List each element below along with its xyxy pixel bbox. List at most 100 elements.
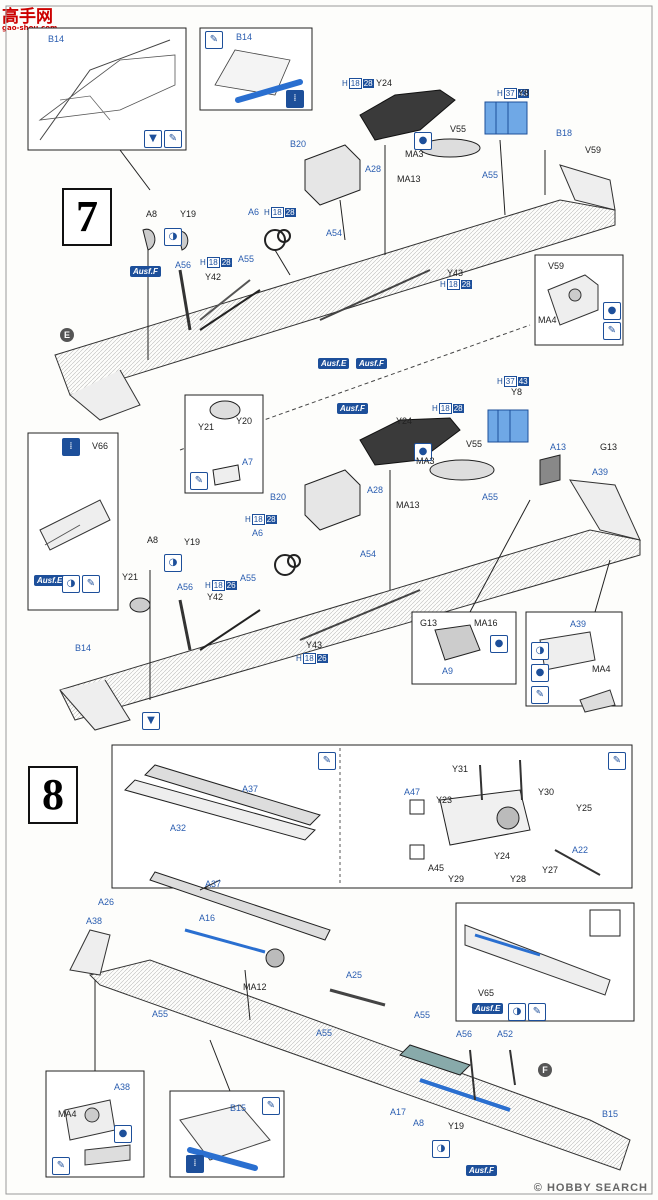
cement-drop-icon: ● <box>603 302 621 320</box>
part-label: A55 <box>414 1010 430 1020</box>
hull-side-upper <box>54 199 616 396</box>
part-label: A55 <box>238 254 254 264</box>
part-label: B15 <box>602 1109 618 1119</box>
part-label: MA4 <box>592 664 611 674</box>
part-label: V59 <box>548 261 564 271</box>
marker-e: E <box>60 328 74 342</box>
part-label: Y20 <box>236 416 252 426</box>
part-label: A22 <box>572 845 588 855</box>
hull-side-lower <box>59 529 641 721</box>
part-label: Y24 <box>396 416 412 426</box>
glue-icon: ⁞ <box>286 90 304 108</box>
part-label: MA16 <box>474 618 498 628</box>
part-label: Y8 <box>511 387 522 397</box>
part-label: A55 <box>152 1009 168 1019</box>
part-label: A8 <box>147 535 158 545</box>
part-label: A26 <box>98 897 114 907</box>
glue-pointer-icon: ▼ <box>144 130 162 148</box>
glue-icon: ⁞ <box>62 438 80 456</box>
part-label: Y19 <box>448 1121 464 1131</box>
step-number-7: 7 <box>62 188 112 246</box>
part-label: Y29 <box>448 874 464 884</box>
part-label: G13 <box>600 442 617 452</box>
variant-tag-ausf-e: Ausf.E <box>472 1003 504 1014</box>
part-label: Y19 <box>184 537 200 547</box>
paint-brush-icon: ✎ <box>531 686 549 704</box>
part-label: Y27 <box>542 865 558 875</box>
variant-tag-ausf-e: Ausf.E <box>318 358 350 369</box>
part-label: V66 <box>92 441 108 451</box>
part-label: Y30 <box>538 787 554 797</box>
cement-drop-icon: ● <box>490 635 508 653</box>
detail-box-step8-top <box>111 744 633 889</box>
paint-brush-icon: ✎ <box>205 31 223 49</box>
part-label: A37 <box>242 784 258 794</box>
part-label: A55 <box>482 492 498 502</box>
part-label: Y24 <box>376 78 392 88</box>
hull-side-step8 <box>89 959 631 1171</box>
part-label: A6 <box>252 528 263 538</box>
part-label: Y21 <box>122 572 138 582</box>
part-label: V65 <box>478 988 494 998</box>
part-label: A16 <box>199 913 215 923</box>
part-label: A56 <box>456 1029 472 1039</box>
part-label: A28 <box>367 485 383 495</box>
part-label: V59 <box>585 145 601 155</box>
detail-box-top-left <box>27 27 187 151</box>
part-label: A6 <box>248 207 259 217</box>
part-label: A39 <box>570 619 586 629</box>
part-label: MA4 <box>58 1109 77 1119</box>
cement-drop-icon: ● <box>114 1125 132 1143</box>
part-label: A54 <box>360 549 376 559</box>
part-label: A38 <box>114 1082 130 1092</box>
paint-brush-icon: ✎ <box>190 472 208 490</box>
paint-brush-icon: ✎ <box>164 130 182 148</box>
cement-icon: ◑ <box>62 575 80 593</box>
part-label: A37 <box>205 879 221 889</box>
cement-drop-icon: ● <box>414 132 432 150</box>
part-label: Y31 <box>452 764 468 774</box>
part-label: MA13 <box>396 500 420 510</box>
variant-tag-ausf-f: Ausf.F <box>466 1165 497 1176</box>
cement-icon: ◑ <box>508 1003 526 1021</box>
part-label: A45 <box>428 863 444 873</box>
part-label: MA3 <box>416 456 435 466</box>
part-label: A25 <box>346 970 362 980</box>
part-label: A7 <box>242 457 253 467</box>
part-label: Y8 <box>518 88 529 98</box>
paint-brush-icon: ✎ <box>528 1003 546 1021</box>
part-label: A13 <box>550 442 566 452</box>
part-label: Y28 <box>510 874 526 884</box>
paint-brush-icon: ✎ <box>52 1157 70 1175</box>
part-label: A54 <box>326 228 342 238</box>
part-label: Y43 <box>306 640 322 650</box>
part-label: B18 <box>556 128 572 138</box>
variant-tag-ausf-f: Ausf.F <box>337 403 368 414</box>
shop-watermark: © HOBBY SEARCH <box>533 1182 648 1194</box>
part-label: B14 <box>236 32 252 42</box>
part-label: MA3 <box>405 149 424 159</box>
part-label: G13 <box>420 618 437 628</box>
glue-pointer-icon: ▼ <box>142 712 160 730</box>
part-label: A55 <box>482 170 498 180</box>
part-label: B14 <box>75 643 91 653</box>
cement-drop-icon: ● <box>414 443 432 461</box>
part-label: A55 <box>316 1028 332 1038</box>
part-label: A8 <box>413 1118 424 1128</box>
paint-brush-icon: ✎ <box>82 575 100 593</box>
site-logo-text: 高手网 <box>2 7 53 27</box>
paint-brush-icon: ✎ <box>262 1097 280 1115</box>
part-label: Y19 <box>180 209 196 219</box>
part-label: MA4 <box>538 315 557 325</box>
variant-tag-ausf-f: Ausf.F <box>356 358 387 369</box>
